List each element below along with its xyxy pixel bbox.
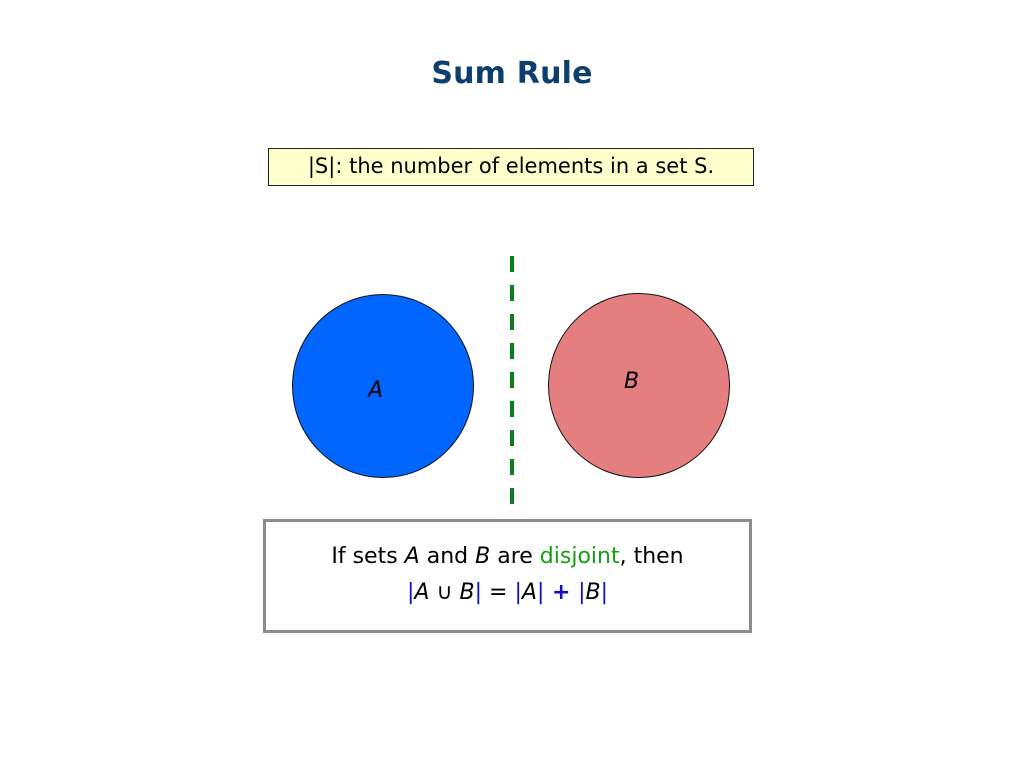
formula-bar: | [406, 580, 415, 605]
slide-title: Sum Rule [431, 56, 593, 91]
formula-term-a: A [521, 580, 537, 605]
set-b-circle [548, 293, 730, 478]
formula-union-b: B [459, 580, 475, 605]
set-b-label: B [624, 369, 640, 394]
formula-term-b: B [585, 580, 601, 605]
set-a-circle [292, 294, 474, 478]
rule-and: and [419, 544, 476, 569]
rule-are: are [490, 544, 540, 569]
definition-box: |S|: the number of elements in a set S. [268, 148, 754, 186]
formula-union-a: A [414, 580, 430, 605]
formula-plus: + [544, 580, 579, 605]
rule-suffix: , then [619, 544, 684, 569]
sum-rule-box: If sets A and B are disjoint, then |A ∪ … [263, 519, 752, 633]
rule-set-a: A [404, 544, 420, 569]
rule-condition: If sets A and B are disjoint, then [266, 544, 749, 569]
dashed-divider [510, 256, 514, 504]
rule-prefix: If sets [331, 544, 405, 569]
definition-text: |S|: the number of elements in a set S. [307, 154, 715, 178]
rule-set-b: B [475, 544, 491, 569]
formula-bar: | [536, 580, 545, 605]
formula-bar: | [514, 580, 522, 605]
formula-bar: | [578, 580, 586, 605]
rule-keyword-disjoint: disjoint [539, 544, 620, 569]
formula-union-symbol: ∪ [429, 580, 460, 605]
formula-bar: | [474, 580, 483, 605]
rule-formula: |A ∪ B| = |A| + |B| [266, 580, 749, 605]
set-a-label: A [368, 378, 384, 403]
formula-equals: = [482, 580, 515, 605]
formula-bar: | [600, 580, 609, 605]
